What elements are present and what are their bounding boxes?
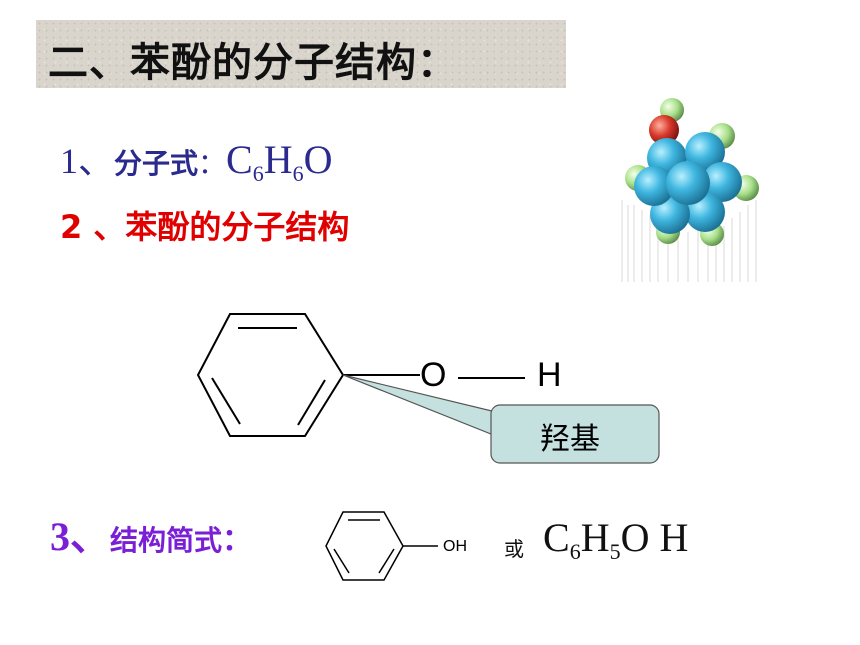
structural-formula-line: 3、结构简式： [50,504,252,562]
formula-h: H [263,137,293,182]
formula-h-sub: 6 [292,161,304,186]
carbon-ring [634,132,742,234]
benzene-ring [196,313,345,437]
formula-o: O [303,137,333,182]
formula-c: C [543,515,570,560]
formula-h: H [580,515,610,560]
formula-c-sub: 6 [252,161,264,186]
item-label: 结构简式 [110,524,223,557]
oh-label: OH [443,538,467,555]
item-label: 分子式 [114,147,199,180]
atom-o-label: O [420,356,447,394]
page-title: 二、苯酚的分子结构： [48,40,458,86]
formula-c: C [226,137,253,182]
structure-heading: 2 、苯酚的分子结构 [60,208,350,246]
molecular-formula-line: 1、分子式：C6H6O [60,132,333,187]
item-colon: ： [198,147,227,180]
atom-h-label: H [537,356,562,394]
item-colon: ： [222,523,253,558]
formula-h-sub: 5 [609,539,621,564]
item-number: 1、 [60,141,115,181]
molecular-formula: C6H6O [226,137,333,186]
callout-label: 羟基 [540,422,600,457]
condensed-formula: C6H5O H [543,514,688,565]
title-banner [36,20,566,88]
item-number: 3、 [50,514,110,559]
formula-oh: O H [620,515,689,560]
or-text: 或 [504,537,524,561]
formula-c-sub: 6 [569,539,581,564]
callout-box [490,404,660,464]
oxygen-atom [649,115,679,145]
